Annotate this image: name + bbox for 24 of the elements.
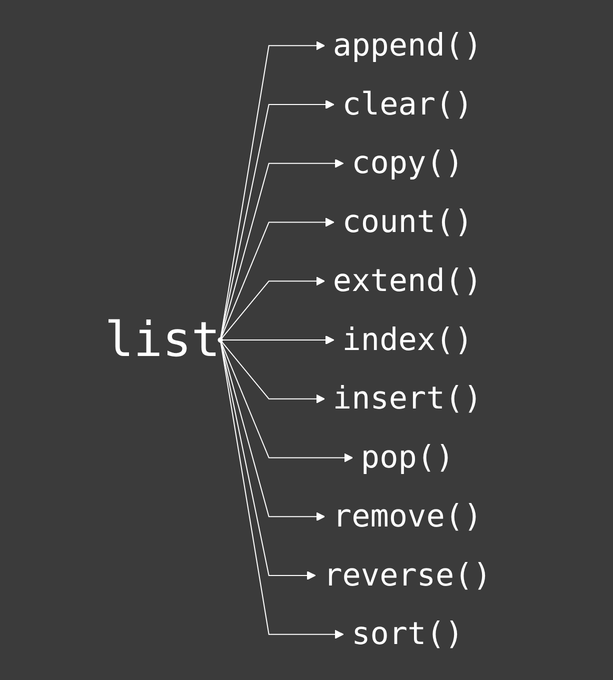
- node-text: count(): [342, 204, 474, 240]
- node-text: pop(): [361, 440, 454, 476]
- arrow: [220, 41, 326, 338]
- arrow: [220, 342, 354, 462]
- arrow: [220, 342, 326, 522]
- node-text: extend(): [333, 263, 482, 300]
- arrow: [220, 342, 344, 639]
- class-name-label: list: [104, 312, 220, 368]
- arrow: [220, 218, 335, 338]
- arrow: [222, 276, 326, 339]
- arrow: [222, 335, 335, 345]
- node-text: append(): [333, 28, 482, 64]
- node-text: index(): [342, 322, 474, 358]
- node-text: reverse(): [324, 557, 492, 594]
- arrow: [222, 341, 326, 404]
- node-circle: [218, 337, 224, 343]
- node-text: clear(): [342, 86, 474, 123]
- arrow: [220, 342, 316, 580]
- arrow: [220, 100, 335, 338]
- node-text: remove(): [333, 498, 482, 535]
- node-text: sort(): [352, 616, 464, 652]
- arrow: [220, 158, 344, 338]
- node-text: insert(): [333, 380, 482, 417]
- node-text: copy(): [352, 145, 464, 182]
